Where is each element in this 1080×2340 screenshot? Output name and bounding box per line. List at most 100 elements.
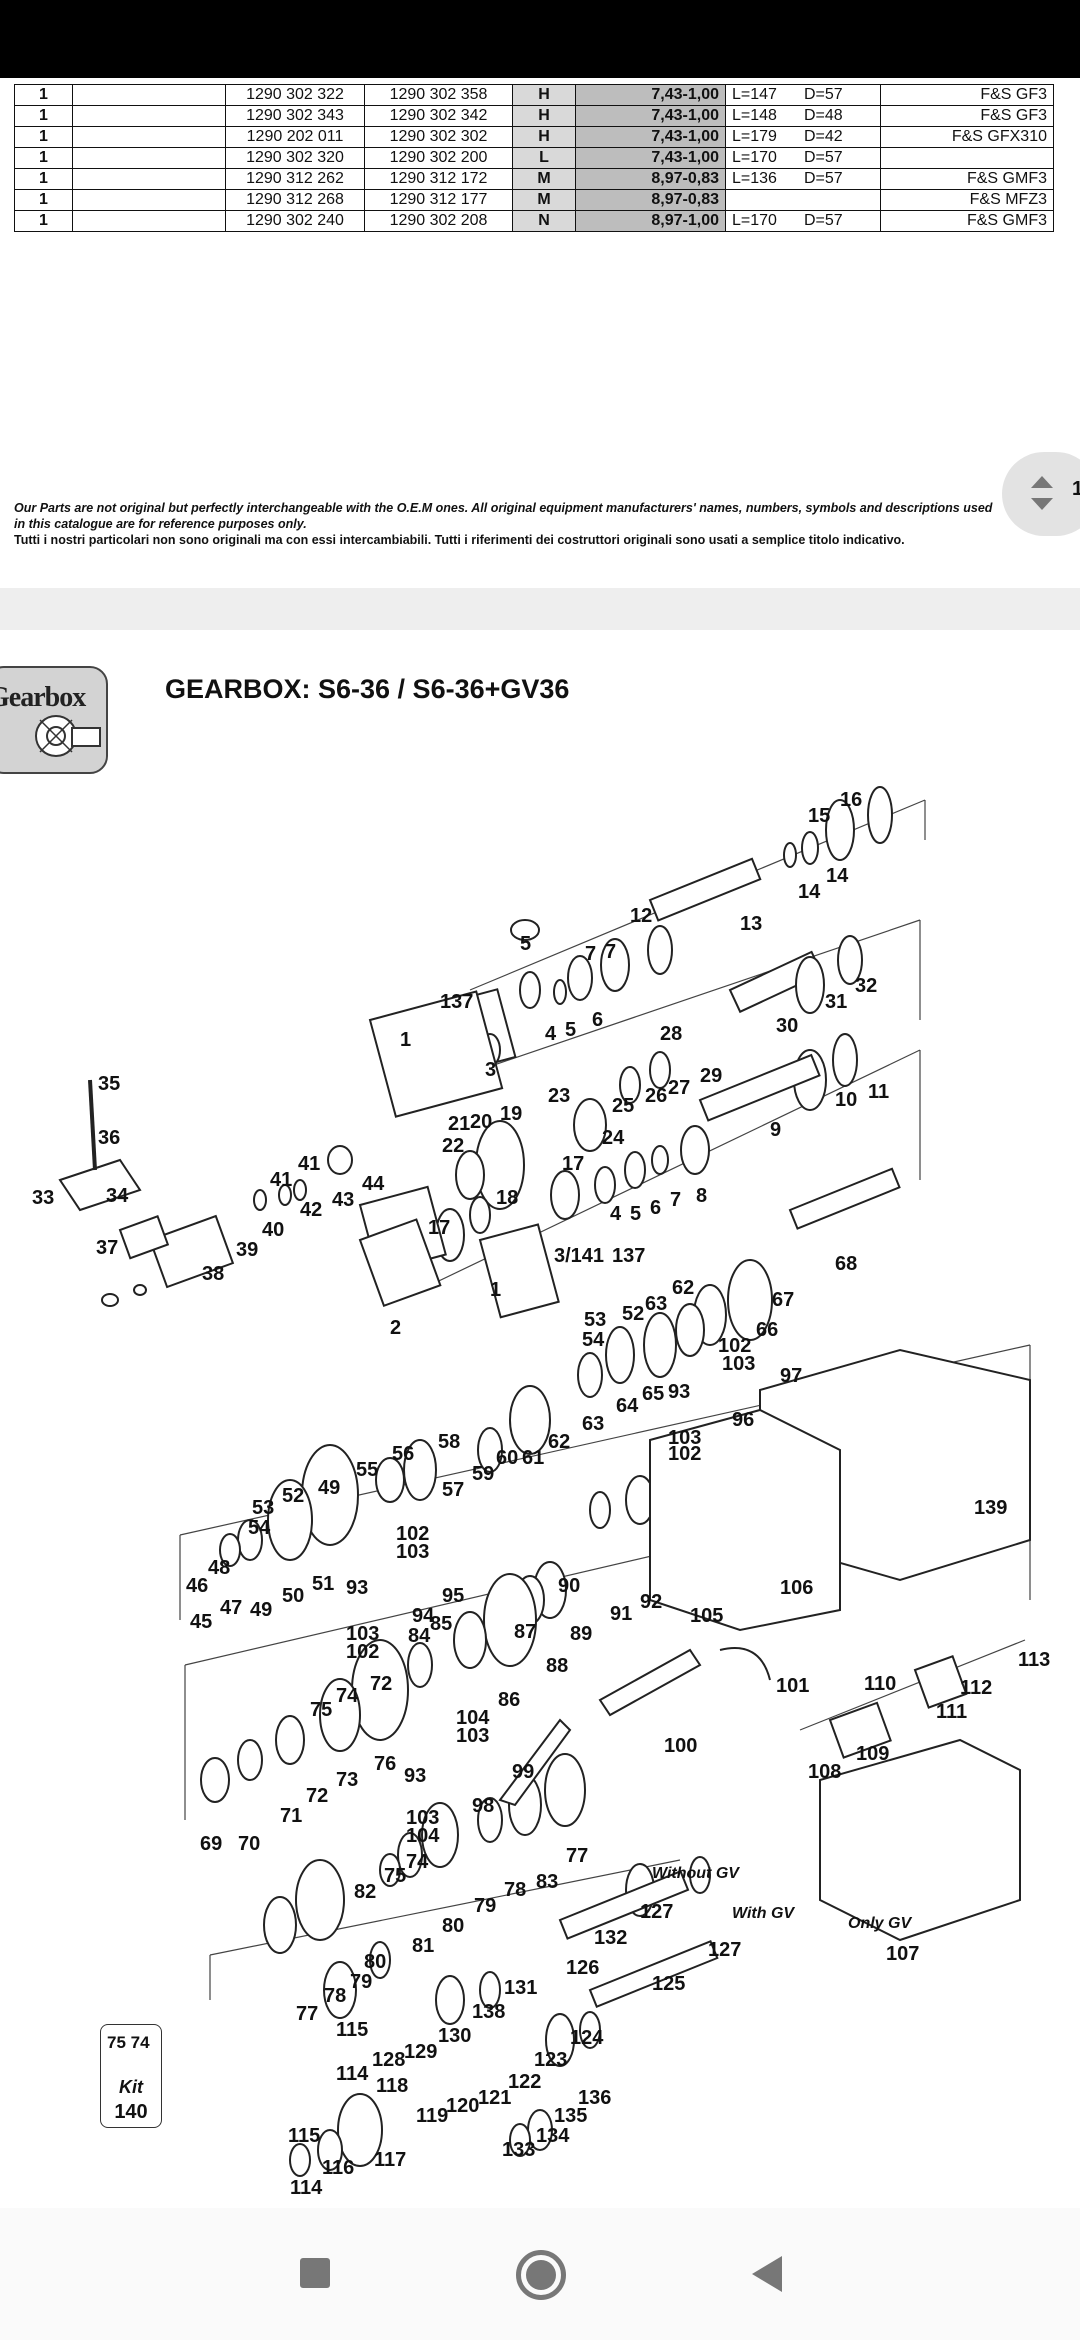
part-label: 103: [668, 1427, 701, 1449]
part-label: 96: [732, 1409, 754, 1431]
part-label: 127: [708, 1939, 741, 1961]
table-cell-length: L=179: [725, 126, 798, 148]
home-button[interactable]: [470, 2208, 610, 2340]
part-label: 76: [374, 1753, 396, 1775]
table-cell-oem-1: 1290 312 262: [225, 168, 365, 190]
part-label: 52: [622, 1303, 644, 1325]
note-with-gv: With GV: [732, 1905, 795, 1922]
table-cell-length: L=170: [725, 210, 798, 232]
table-cell-description: [72, 105, 226, 127]
page-scroll-button[interactable]: 1: [1002, 452, 1080, 536]
table-cell-reference: F&S MFZ3: [880, 189, 1054, 211]
part-label: 63: [582, 1413, 604, 1435]
part-label: 44: [362, 1173, 385, 1195]
part-label: 11: [868, 1081, 889, 1103]
table-cell-description: [72, 210, 226, 232]
part-label: 5: [565, 1019, 576, 1041]
part-label: 14: [798, 881, 821, 903]
part-label: 88: [546, 1655, 568, 1677]
part-label: 83: [536, 1871, 558, 1893]
part-label: 60: [496, 1447, 518, 1469]
part-label: 50: [282, 1585, 304, 1607]
navigation-bar: [0, 2208, 1080, 2340]
part-label: 115: [288, 2125, 320, 2147]
part-label: 74: [336, 1685, 359, 1707]
part-label: 114: [290, 2177, 323, 2199]
disclaimer-english: Our Parts are not original but perfectly…: [14, 501, 993, 531]
table-cell-diameter: D=57: [798, 168, 881, 190]
part-label: 75: [310, 1699, 332, 1721]
part-label: 46: [186, 1575, 208, 1597]
kit-number: 140: [114, 2101, 148, 2123]
part-label: 84: [408, 1625, 431, 1647]
selector-components: [58, 1079, 353, 1307]
part-label: 128: [372, 2049, 405, 2071]
diagram-part-numbers: 16 15 14 14 12 13 7 7 5 32 31 30 137 6 4…: [32, 789, 1050, 2199]
part-label: 107: [886, 1943, 919, 1965]
table-cell-qty: 1: [14, 84, 73, 106]
part-label: 92: [640, 1591, 662, 1613]
part-label: 123: [534, 2049, 567, 2071]
square-icon: [300, 2258, 330, 2288]
part-label: 80: [364, 1951, 386, 1973]
part-label: 49: [250, 1599, 272, 1621]
table-cell-diameter: D=57: [798, 84, 881, 106]
part-label: 89: [570, 1623, 592, 1645]
table-cell-qty: 1: [14, 147, 73, 169]
table-cell-oem-1: 1290 202 011: [225, 126, 365, 148]
table-cell-code: M: [512, 189, 576, 211]
exploded-parts-diagram: 16 15 14 14 12 13 7 7 5 32 31 30 137 6 4…: [32, 786, 1050, 2199]
table-cell-ratio: 7,43-1,00: [575, 147, 726, 169]
part-label: 61: [522, 1447, 544, 1469]
table-cell-code: H: [512, 105, 576, 127]
part-label: 18: [496, 1187, 518, 1209]
back-button[interactable]: [696, 2208, 836, 2340]
part-label: 41: [298, 1153, 320, 1175]
part-label: 110: [864, 1673, 896, 1695]
table-cell-code: H: [512, 126, 576, 148]
table-cell-description: [72, 84, 226, 106]
part-label: 4: [545, 1023, 557, 1045]
part-label: 7: [605, 941, 616, 963]
part-label: 54: [248, 1517, 271, 1539]
part-label: 9: [770, 1119, 781, 1141]
part-label: 125: [652, 1973, 685, 1995]
part-label: 42: [300, 1199, 322, 1221]
table-cell-qty: 1: [14, 189, 73, 211]
part-label: 21: [448, 1113, 470, 1135]
part-label: 23: [548, 1085, 570, 1107]
part-label: 103: [346, 1623, 379, 1645]
table-cell-diameter: D=42: [798, 126, 881, 148]
table-cell-ratio: 7,43-1,00: [575, 84, 726, 106]
part-label: 28: [660, 1023, 682, 1045]
table-cell-qty: 1: [14, 105, 73, 127]
table-cell-description: [72, 126, 226, 148]
part-label: 82: [354, 1881, 376, 1903]
part-label: 75: [384, 1865, 406, 1887]
disclaimer-italian: Tutti i nostri particolari non sono orig…: [14, 533, 905, 547]
part-label: 113: [1018, 1649, 1050, 1671]
recents-button[interactable]: [244, 2208, 384, 2340]
part-label: 102: [718, 1335, 751, 1357]
part-label: 111: [936, 1701, 967, 1723]
kit-label: Kit: [119, 2077, 143, 2097]
part-label: 24: [602, 1127, 625, 1149]
table-cell-oem-2: 1290 302 342: [364, 105, 513, 127]
part-label: 10: [835, 1089, 857, 1111]
part-label: 57: [442, 1479, 464, 1501]
part-label: 63: [645, 1293, 667, 1315]
part-label: 126: [566, 1957, 599, 1979]
part-label: 62: [548, 1431, 570, 1453]
part-label: 48: [208, 1557, 230, 1579]
part-label: 15: [808, 805, 830, 827]
part-label: 138: [472, 2001, 505, 2023]
part-label: 112: [960, 1677, 992, 1699]
part-label: 7: [670, 1189, 681, 1211]
part-label: 130: [438, 2025, 471, 2047]
part-label: 54: [582, 1329, 605, 1351]
part-label: 17: [428, 1217, 450, 1239]
part-label: 121: [478, 2087, 511, 2109]
table-cell-oem-2: 1290 312 172: [364, 168, 513, 190]
